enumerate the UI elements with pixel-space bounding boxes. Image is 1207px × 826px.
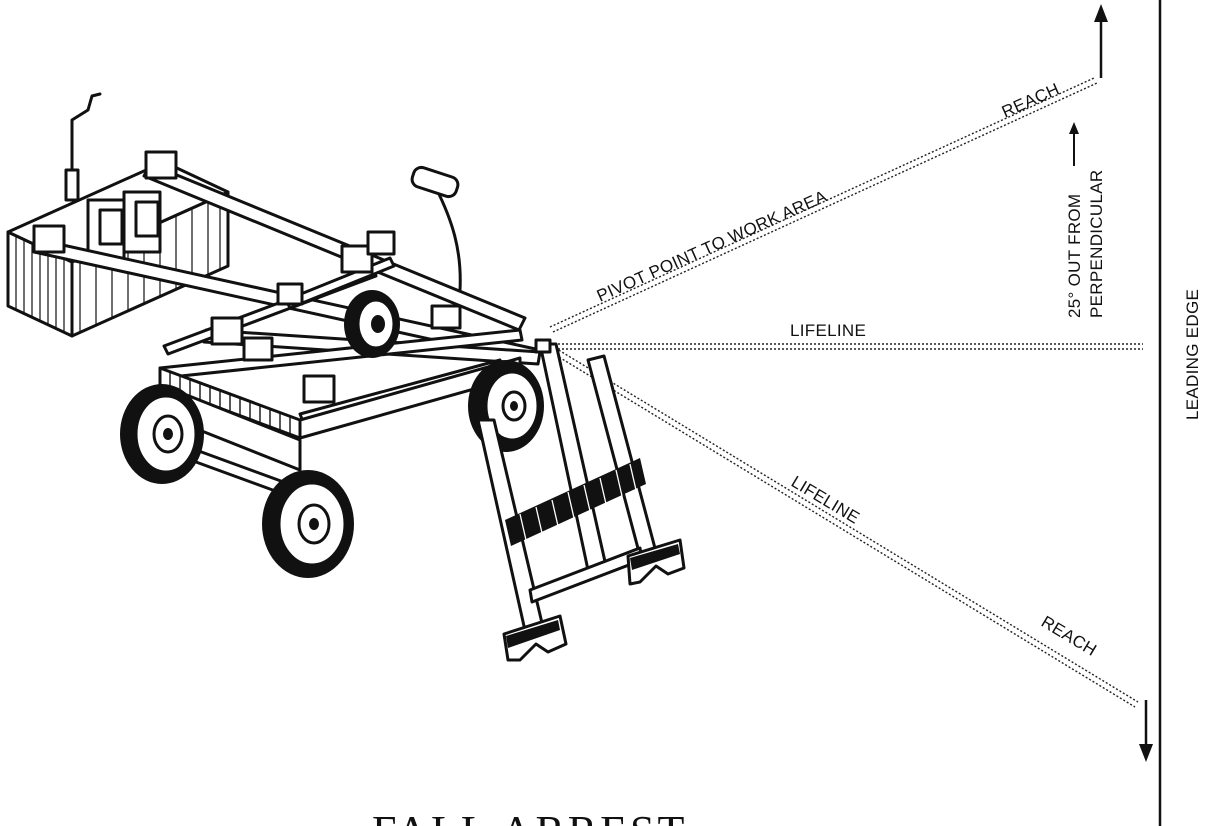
tow-handle (410, 165, 462, 292)
reach-bottom-label: REACH (1038, 612, 1100, 660)
perpendicular-line1: 25° OUT FROM (1065, 194, 1084, 318)
perpendicular-note: 25° OUT FROM PERPENDICULAR (1065, 122, 1106, 318)
pulley-upper (344, 290, 400, 358)
down-arrow-icon (1139, 700, 1153, 762)
lifeline-center (550, 343, 1143, 350)
chassis (158, 356, 522, 502)
counterweight-rack (6, 92, 230, 338)
figure-caption: FALL ARREST (372, 807, 687, 826)
fall-arrest-cart-illustration (6, 92, 686, 662)
up-arrow-icon (1094, 4, 1108, 78)
pulley-lower (468, 360, 544, 452)
lifeline-lower-label: LIFELINE (788, 472, 863, 527)
reach-top-label: REACH (999, 79, 1062, 121)
wheel-rear (120, 384, 204, 484)
front-mast (476, 338, 686, 662)
wheel-front (262, 470, 354, 578)
perpendicular-line2: PERPENDICULAR (1087, 170, 1106, 318)
cart-frame (32, 150, 542, 426)
pivot-point-label: PIVOT POINT TO WORK AREA (594, 187, 830, 306)
small-up-arrow-icon (1069, 122, 1079, 166)
leading-edge-label: LEADING EDGE (1183, 289, 1202, 420)
lifeline-center-label: LIFELINE (790, 321, 866, 340)
